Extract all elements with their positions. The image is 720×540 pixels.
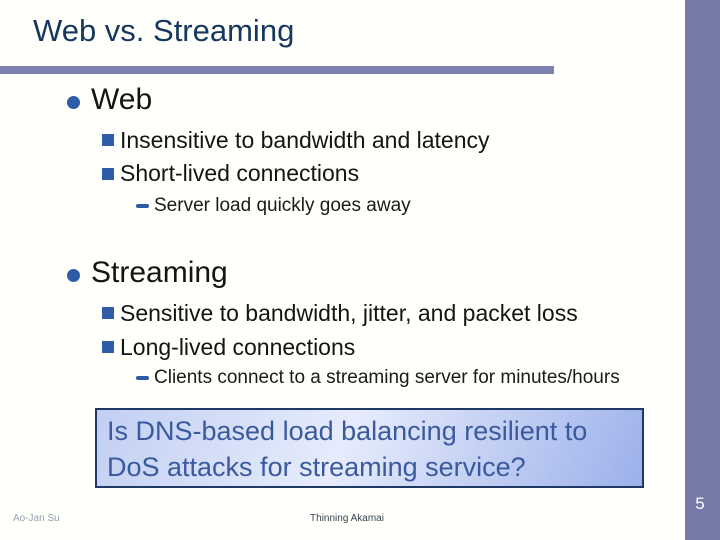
question-box: Is DNS-based load balancing resilient to… xyxy=(95,408,644,488)
bullet-square-icon xyxy=(102,307,114,319)
bullet-dash-icon xyxy=(136,376,149,380)
slide-title: Web vs. Streaming xyxy=(33,13,295,48)
section-heading: Streaming xyxy=(91,256,228,289)
bullet-item: Short-lived connections xyxy=(120,160,360,186)
footer-deck-title: Thinning Akamai xyxy=(310,513,384,524)
bullet-item: Long-lived connections xyxy=(120,334,356,360)
bullet-square-icon xyxy=(102,134,114,146)
title-underline-bar xyxy=(0,66,554,74)
footer-author: Ao-Jan Su xyxy=(13,513,60,524)
bullet-dot-icon xyxy=(67,96,80,109)
bullet-dot-icon xyxy=(67,269,80,282)
bullet-item: Insensitive to bandwidth and latency xyxy=(120,127,490,153)
right-side-bar xyxy=(685,0,720,540)
section-heading: Web xyxy=(91,83,153,116)
bullet-square-icon xyxy=(102,168,114,180)
bullet-dash-icon xyxy=(136,204,149,208)
bullet-item: Sensitive to bandwidth, jitter, and pack… xyxy=(120,300,578,326)
sub-bullet-item: Server load quickly goes away xyxy=(154,195,411,216)
bullet-square-icon xyxy=(102,341,114,353)
question-box-text: Is DNS-based load balancing resilient to… xyxy=(107,416,588,482)
sub-bullet-item: Clients connect to a streaming server fo… xyxy=(154,367,620,388)
page-number: 5 xyxy=(695,494,705,513)
